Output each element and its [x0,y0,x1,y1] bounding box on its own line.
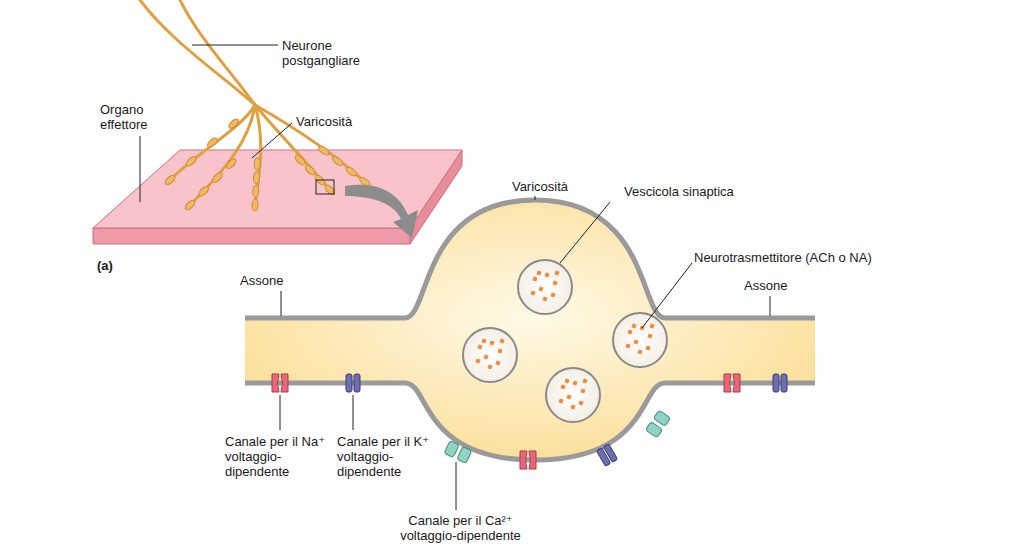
neurotransmitter-dot [637,349,642,354]
varicosity-bead [253,171,260,183]
effector-organ [93,150,462,244]
vesicle-label: Vescicola sinaptica [624,184,764,199]
varicosity-bead [211,171,224,184]
varicosity-bead [206,136,219,148]
varicosity-bead [317,144,330,156]
axon-label: Assone [240,273,310,288]
neurotransmitter-dot [532,276,537,281]
neurotransmitter-dot [572,380,577,385]
neurotransmitter-dot [552,280,557,285]
neurotransmitter-dot [625,343,630,348]
neurotransmitter-dot [536,270,541,275]
postganglionic-neuron [140,0,365,205]
varicosity-bead [164,174,177,186]
neurotransmitter-dot [564,378,569,383]
neurotransmitter-dot [649,323,654,328]
neurotransmitter-dot [544,272,549,277]
neurotransmitter-dot [538,286,543,291]
neurotransmitter-dot [627,329,632,334]
neurotransmitter-dot [578,400,583,405]
neurotransmitter-dot [566,394,571,399]
neurotransmitter-dot [558,398,563,403]
neurotransmitter-dot [481,338,486,343]
neurotransmitter-dot [633,339,638,344]
neurotransmitter-dot [499,338,504,343]
varicosity-bead [294,154,307,167]
neurotransmitter-dot [489,340,494,345]
varicosity-label: Varicosità [495,179,585,194]
neurotransmitter-dots [475,270,654,409]
neurotransmitter-dot [582,378,587,383]
varicosity-bead [345,165,358,177]
varicosity-bead [227,118,240,130]
varicosity-bead [184,199,197,212]
zoom-arrow [345,185,418,238]
neurotransmitter-dot [631,323,636,328]
channel-label: Canale per il K⁺ voltaggio-dipendente [337,434,441,479]
varicosity-beads [164,118,372,212]
varicosity-bead [304,164,317,177]
varicosity-bead [331,155,344,167]
varicosity-bead [225,157,238,170]
leader-lines [280,196,770,510]
neurotransmitter-dot [475,358,480,363]
varicosity-enlarged [245,200,815,460]
neurotransmitter-dot [570,404,575,409]
neurotransmitter-dot [497,348,502,353]
organ-label: Organo effettore [100,102,185,132]
varicosity-bead [252,199,259,211]
channel-label: Canale per il Ca²⁺ voltaggio-dipendente [388,513,533,543]
neurotransmitter-dot [645,345,650,350]
channel-label: Canale per il Na⁺ voltaggio-dipendente [225,434,333,479]
neurotransmitter-dot [647,333,652,338]
neurotransmitter-dot [560,384,565,389]
varicosity-bead [185,155,198,167]
neurotransmitter-label: Neurotrasmettitore (ACh o NA) [694,250,914,265]
neurotransmitter-dot [542,296,547,301]
varicosity-bead [252,185,259,197]
zoom-box [316,180,334,194]
axon-label: Assone [744,278,814,293]
neurotransmitter-dot [477,344,482,349]
synaptic-vesicles [463,260,667,422]
panel-letter: (a) [97,258,137,273]
leader-lines [140,45,292,202]
neurotransmitter-dot [580,388,585,393]
varicosity-bead [254,158,261,170]
varicosity-bead [197,185,210,198]
neurotransmitter-dot [487,364,492,369]
neurotransmitter-dot [554,270,559,275]
neuron-label: Neurone postgangliare [282,38,382,68]
neurotransmitter-dot [495,360,500,365]
neurotransmitter-dot [530,290,535,295]
neurotransmitter-dot [550,292,555,297]
neurotransmitter-dot [483,354,488,359]
varicosity-label: Varicosità [296,114,386,129]
